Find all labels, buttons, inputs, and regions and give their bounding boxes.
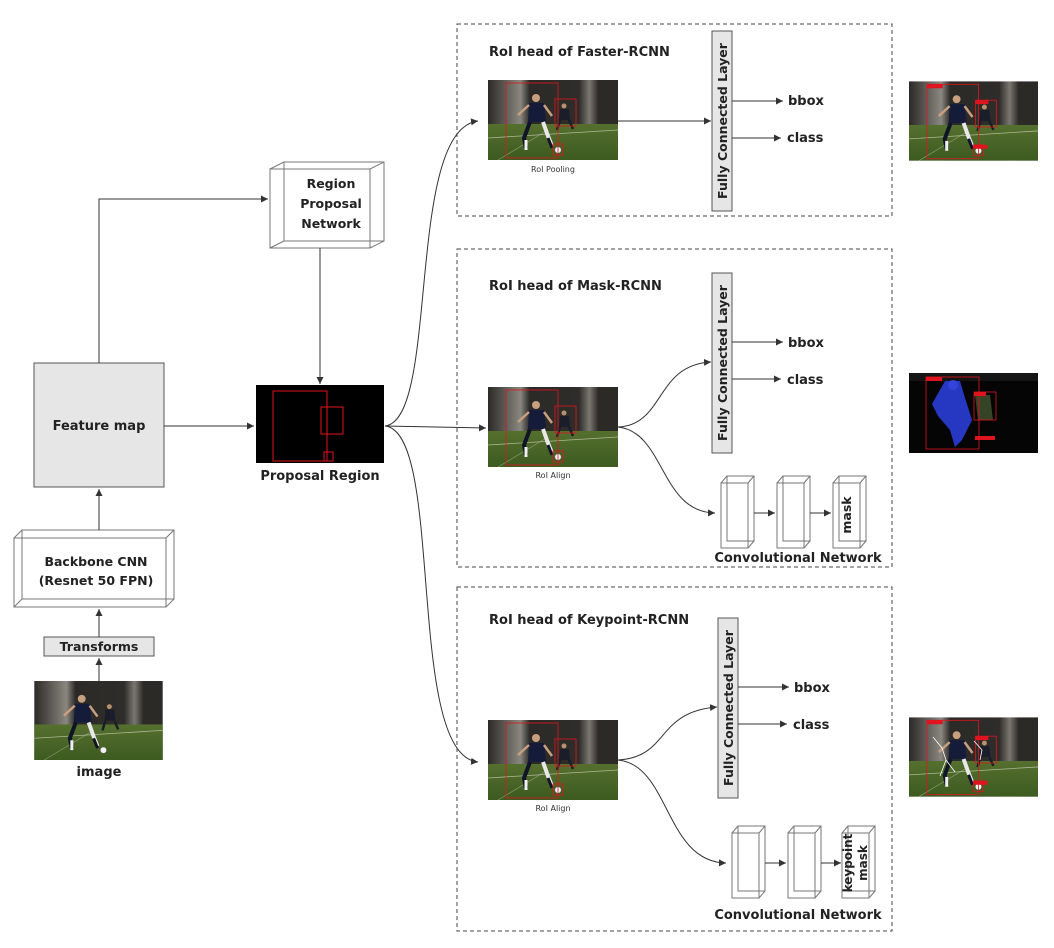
keypoint-output-cube: keypoint mask xyxy=(841,825,876,899)
faster-fc-label: Fully Connected Layer xyxy=(715,42,730,199)
feature-map-box: Feature map xyxy=(33,362,165,488)
keypoint-roi-image xyxy=(488,720,618,800)
arrow-keypoint-to-fc xyxy=(617,704,718,761)
mask-bbox-label: bbox xyxy=(788,336,825,351)
keypoint-conv-cube-1 xyxy=(731,825,766,899)
mask-fc-label: Fully Connected Layer xyxy=(715,284,730,441)
arrow-feature-map-to-rpn xyxy=(98,195,268,363)
mask-rcnn-head: RoI head of Mask-RCNN RoI Align Fully Co… xyxy=(456,248,893,568)
keypoint-conv-network-label: Convolutional Network xyxy=(714,908,882,923)
backbone-cnn-box: Backbone CNN (Resnet 50 FPN) xyxy=(13,529,175,608)
faster-roi-op-label: RoI Pooling xyxy=(531,165,575,174)
mask-output-label: mask xyxy=(839,496,854,534)
arrow-keypoint-to-conv xyxy=(617,759,727,867)
faster-roi-image xyxy=(488,80,618,160)
keypoint-rcnn-head-title: RoI head of Keypoint-RCNN xyxy=(489,613,689,628)
faster-rcnn-head-title: RoI head of Faster-RCNN xyxy=(489,45,670,60)
keypoint-output-label-line2: mask xyxy=(856,844,870,881)
faster-bbox-label: bbox xyxy=(788,94,825,109)
faster-fc-layer: Fully Connected Layer xyxy=(711,30,733,212)
mask-conv-cube-1 xyxy=(720,475,755,549)
keypoint-output-image xyxy=(909,717,1038,796)
arrow-mask-to-conv xyxy=(617,426,716,517)
transforms-label: Transforms xyxy=(60,639,139,654)
rpn-label-line3: Network xyxy=(301,216,361,231)
rpn-label-line2: Proposal xyxy=(300,196,362,211)
rpn-label-line1: Region xyxy=(307,176,356,191)
mask-roi-op-label: RoI Align xyxy=(535,471,570,480)
mask-conv-cube-2 xyxy=(776,475,811,549)
faster-rcnn-head-border xyxy=(456,23,893,217)
proposal-region-image xyxy=(256,385,384,463)
arrow-proposal-to-keypoint-head xyxy=(384,425,479,765)
mask-output-image xyxy=(909,373,1038,453)
arrow-mask-to-fc xyxy=(617,358,712,428)
input-image-label: image xyxy=(77,765,122,780)
mask-rcnn-head-title: RoI head of Mask-RCNN xyxy=(489,279,662,294)
backbone-label-line1: Backbone CNN xyxy=(44,554,147,569)
feature-map-label: Feature map xyxy=(53,419,146,434)
mask-output-cube: mask xyxy=(832,475,867,549)
mask-fc-layer: Fully Connected Layer xyxy=(711,272,733,454)
mask-conv-network-label: Convolutional Network xyxy=(714,551,882,566)
keypoint-fc-label: Fully Connected Layer xyxy=(721,629,736,786)
keypoint-conv-cube-2 xyxy=(787,825,822,899)
backbone-label-line2: (Resnet 50 FPN) xyxy=(39,573,154,588)
mask-class-label: class xyxy=(787,373,824,388)
faster-output-image xyxy=(909,81,1038,160)
keypoint-class-label: class xyxy=(793,718,830,733)
mask-roi-image xyxy=(488,387,618,467)
keypoint-fc-layer: Fully Connected Layer xyxy=(717,617,739,799)
arrow-proposal-to-mask-head xyxy=(384,424,487,432)
faster-class-label: class xyxy=(787,131,824,146)
keypoint-output-label-line1: keypoint xyxy=(841,833,855,892)
arrow-proposal-to-faster-head xyxy=(384,118,479,427)
faster-rcnn-head: RoI head of Faster-RCNN RoI Pooling Full… xyxy=(456,23,893,217)
mask-rcnn-head-border xyxy=(456,248,893,568)
rpn-box: Region Proposal Network xyxy=(269,161,385,249)
proposal-region-label: Proposal Region xyxy=(260,469,379,484)
keypoint-rcnn-head: RoI head of Keypoint-RCNN RoI Align Full… xyxy=(456,586,893,932)
keypoint-bbox-label: bbox xyxy=(794,681,831,696)
transforms-box: Transforms xyxy=(43,636,155,657)
keypoint-roi-op-label: RoI Align xyxy=(535,804,570,813)
input-image xyxy=(34,681,163,760)
keypoint-rcnn-head-border xyxy=(456,586,893,932)
